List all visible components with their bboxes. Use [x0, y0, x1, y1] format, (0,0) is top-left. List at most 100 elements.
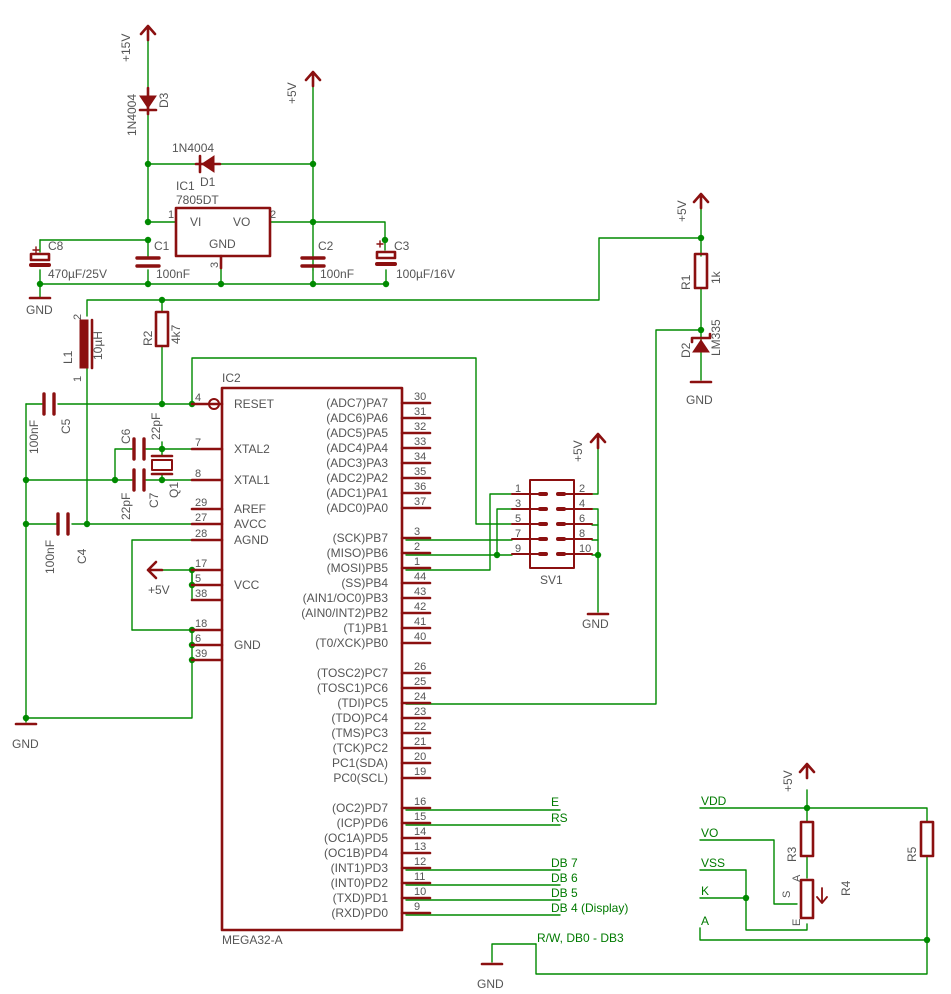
c6-value: 22pF	[149, 413, 163, 440]
l1-pin-1: 1	[72, 376, 84, 382]
c8-value: 470µF/25V	[48, 267, 107, 281]
ic2-pin-name: (AIN1/OC0)PB3	[303, 591, 389, 605]
sv1-pin-number: 8	[579, 528, 585, 540]
c1-name: C1	[154, 239, 170, 253]
ic2-pin-name: (RXD)PD0	[331, 906, 388, 920]
supply-15v: +15V	[119, 24, 157, 62]
c4-value: 100nF	[43, 540, 57, 574]
ic2-pin-number: 28	[195, 528, 207, 540]
ic2-pin-name: VCC	[234, 578, 260, 592]
supply-5v-r3: +5V	[781, 762, 816, 792]
signal-rs: RS	[551, 811, 568, 825]
capacitor-c5: C5 100nF	[27, 392, 73, 454]
ic2-pin-name: (MOSI)PB5	[327, 561, 389, 575]
l1-value: 10µH	[91, 331, 105, 360]
signal-db7: DB 7	[551, 856, 578, 870]
capacitor-c2: C2 100nF	[300, 239, 354, 281]
d3-name: D3	[157, 92, 171, 108]
ic2-pin-name: PC1(SDA)	[332, 756, 388, 770]
ic2-pin-number: 25	[414, 676, 426, 688]
ic2-pin-number: 39	[195, 648, 207, 660]
r3-name: R3	[785, 846, 799, 862]
regulator-ic1: IC1 7805DT VI VO GND 1 2 3	[168, 179, 276, 270]
ic2-pin-name: AGND	[234, 533, 269, 547]
signal-vss: VSS	[701, 856, 725, 870]
label-gnd-d2: GND	[686, 393, 713, 407]
signal-db4: DB 4 (Display)	[551, 901, 628, 915]
ic2-pin-name: (TMS)PC3	[331, 726, 388, 740]
r5-name: R5	[905, 846, 919, 862]
ground-bottom: GND	[477, 962, 504, 991]
label-5v-sv1: +5V	[571, 440, 585, 462]
ic2-pin-name: (ADC1)PA1	[326, 486, 388, 500]
signal-vdd: VDD	[701, 794, 727, 808]
label-gnd-left: GND	[26, 303, 53, 317]
c7-value: 22pF	[119, 493, 133, 520]
ic2-pin-number: 33	[414, 436, 426, 448]
signal-rw: R/W, DB0 - DB3	[537, 931, 624, 945]
ic2-pin-name: (ADC6)PA6	[326, 411, 388, 425]
d1-value: 1N4004	[172, 141, 214, 155]
ic2-pin-number: 11	[414, 871, 425, 883]
ic2-pin-number: 4	[195, 392, 201, 404]
label-15v: +15V	[119, 34, 133, 62]
ic2-pin-number: 8	[195, 468, 201, 480]
ic2-pin-number: 32	[414, 421, 426, 433]
supply-5v-top: +5V	[285, 70, 322, 104]
ic2-pin-name: (TXD)PD1	[333, 891, 389, 905]
ic2-pin-number: 24	[414, 691, 426, 703]
r4-pin-s: S	[781, 891, 793, 898]
ic2-pin-number: 37	[414, 496, 426, 508]
ic2-pin-number: 35	[414, 466, 426, 478]
sv1-pin-number: 7	[515, 528, 521, 540]
ic2-pin-name: (TOSC1)PC6	[317, 681, 388, 695]
ic2-pin-name: XTAL2	[234, 442, 270, 456]
ic2-pin-name: XTAL1	[234, 473, 270, 487]
ic2-pin-name: AREF	[234, 502, 266, 516]
c2-value: 100nF	[320, 267, 354, 281]
resistor-r5: R5	[905, 820, 935, 862]
l1-name: L1	[61, 350, 75, 364]
signal-k: K	[701, 884, 709, 898]
ic2-pin-number: 13	[414, 841, 426, 853]
ic2-pin-name: GND	[234, 638, 261, 652]
ic2-pin-number: 2	[414, 541, 420, 553]
mcu-peripherals: R2 4k7 L1 10µH 2 1 C5 100nF C6 22pF C7 2…	[27, 310, 183, 574]
ic2-pin-name: (T0/XCK)PB0	[315, 636, 388, 650]
label-5v-r1: +5V	[675, 200, 689, 222]
ic2-pin-number: 34	[414, 451, 426, 463]
ic2-pin-name: (OC1B)PD4	[324, 846, 388, 860]
supply-5v-sv1: +5V	[571, 432, 607, 462]
ic1-vi: VI	[190, 215, 201, 229]
label-5v-top: +5V	[285, 82, 299, 104]
d2-name: D2	[679, 342, 693, 358]
sv1-pin-number: 10	[579, 543, 591, 555]
ic2-pin-number: 26	[414, 661, 426, 673]
ic2-pin-name: (TDI)PC5	[337, 696, 388, 710]
ic2-pin-number: 42	[414, 601, 426, 613]
ic2-pin-name: AVCC	[234, 517, 267, 531]
d2-value: LM335	[709, 319, 723, 356]
power-symbols: +15V +5V +5V +5V +5V +5V GND GND	[12, 24, 816, 991]
ground-mid: GND	[12, 722, 39, 751]
c5-value: 100nF	[27, 420, 41, 454]
ic2-pin-number: 22	[414, 721, 426, 733]
ground-d2: GND	[686, 380, 713, 407]
crystal-q1: Q1	[150, 454, 181, 498]
ic2-pin-name: (MISO)PB6	[327, 546, 389, 560]
c3-name: C3	[394, 239, 410, 253]
d3-value: 1N4004	[125, 94, 139, 136]
ic2-pin-name: (ADC0)PA0	[326, 501, 388, 515]
c8-name: C8	[48, 239, 64, 253]
ic2-pin-number: 7	[195, 437, 201, 449]
ground-sv1: GND	[582, 612, 610, 631]
label-gnd-mid: GND	[12, 737, 39, 751]
ic2-pin-number: 31	[414, 406, 426, 418]
ic1-pin-3: 3	[209, 262, 221, 268]
resistor-r1: R1 1k	[679, 252, 723, 290]
ic2-pin-number: 40	[414, 631, 426, 643]
ic1-pin-2: 2	[270, 209, 276, 221]
signal-e: E	[551, 795, 559, 809]
